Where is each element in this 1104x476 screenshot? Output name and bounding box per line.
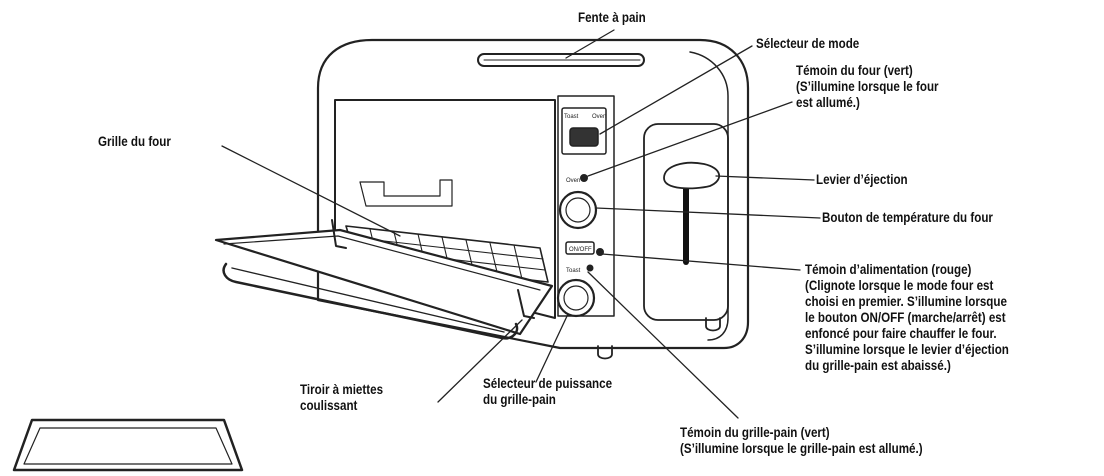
leader-oven-light — [587, 101, 793, 177]
leader-eject-lever — [715, 175, 815, 181]
label-eject-lever: Levier d’éjection — [816, 172, 908, 187]
leader-lines — [221, 29, 821, 419]
side-window — [643, 123, 729, 321]
leader-toaster-light — [587, 271, 739, 419]
label-oven-rack: Grille du four — [98, 134, 171, 149]
toast-text: Toast — [566, 268, 581, 274]
oven-door-opening — [334, 99, 556, 319]
temp-text: Oven — [566, 178, 580, 184]
bread-slot — [477, 53, 645, 67]
control-panel-outline — [557, 95, 615, 317]
leader-shade-selector — [535, 313, 569, 383]
leader-oven-rack — [221, 145, 401, 237]
label-shade-selector: Sélecteur de puissance du grille-pain — [483, 376, 613, 407]
leader-crumb-tray — [437, 319, 523, 403]
on-off-text: ON/OFF — [569, 247, 592, 253]
oven-body-outline — [316, 38, 750, 350]
oven-door — [214, 228, 554, 336]
label-temp-knob: Bouton de température du four — [822, 210, 993, 225]
oven-foot-right — [705, 317, 721, 332]
mode-selector-knob — [569, 127, 599, 147]
door-handle — [222, 262, 519, 340]
rack-silhouette — [359, 179, 453, 207]
on-off-button — [565, 241, 595, 255]
oven-body-side — [689, 51, 729, 341]
mode-text-left: Toast — [564, 114, 579, 120]
leader-temp-knob — [595, 207, 821, 219]
shade-knob — [556, 278, 596, 318]
leader-mode-selector — [599, 45, 753, 135]
temperature-knob — [558, 190, 598, 230]
label-power-light: Témoin d’alimentation (rouge) (Clignote … — [805, 262, 1009, 373]
label-crumb-tray: Tiroir à miettes coulissant — [300, 382, 384, 413]
mode-text-right: Oven — [592, 114, 606, 120]
leader-power-light — [601, 253, 801, 271]
toast-indicator-light — [586, 264, 594, 272]
oven-foot-left — [597, 345, 613, 360]
eject-lever — [663, 161, 720, 190]
leader-bread-slot — [565, 29, 615, 59]
label-bread-slot: Fente à pain — [578, 10, 646, 25]
label-toaster-light: Témoin du grille-pain (vert) (S’illumine… — [680, 425, 923, 456]
label-mode-selector: Sélecteur de mode — [756, 36, 860, 51]
baking-tray — [12, 418, 244, 472]
oven-indicator-light — [580, 174, 588, 182]
label-oven-light: Témoin du four (vert) (S’illumine lorsqu… — [796, 63, 939, 110]
